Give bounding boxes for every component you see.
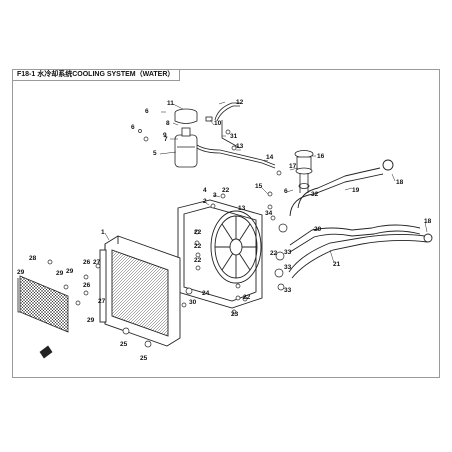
callout-c33b: 33 [284, 264, 292, 271]
callout-c21: 21 [333, 261, 341, 268]
callout-c19: 19 [352, 187, 360, 194]
callout-c22f: 22 [243, 294, 251, 301]
radiator-screen [17, 275, 69, 333]
callout-c34: 34 [265, 210, 273, 217]
callout-c22c: 22 [194, 243, 202, 250]
callout-c6c: 6 [284, 188, 288, 195]
fasteners [39, 129, 288, 359]
callout-c12: 12 [236, 99, 244, 106]
callout-c22a: 22 [222, 187, 230, 194]
radiator-hoses [288, 159, 433, 279]
callout-c27a: 27 [93, 259, 101, 266]
callout-c6a: 6 [145, 108, 149, 115]
callout-c22e: 22 [270, 250, 278, 257]
callout-c33a: 33 [284, 249, 292, 256]
callout-c10: 10 [214, 120, 222, 127]
callout-c18a: 18 [396, 179, 404, 186]
callout-c33c: 33 [284, 287, 292, 294]
coolant-reservoir [174, 108, 213, 168]
callout-c13b: 13 [238, 205, 246, 212]
callout-c4: 4 [203, 187, 207, 194]
callout-c28: 28 [29, 255, 37, 262]
callout-c5: 5 [153, 150, 157, 157]
callout-c29b: 29 [56, 270, 64, 277]
callout-c23: 23 [231, 311, 239, 318]
callout-c29c: 29 [66, 268, 74, 275]
callout-c31: 31 [230, 133, 238, 140]
diagram-frame [12, 69, 440, 378]
callout-c20: 20 [314, 226, 322, 233]
callout-c25a: 25 [120, 341, 128, 348]
callout-c7: 7 [164, 136, 168, 143]
callout-c8: 8 [166, 120, 170, 127]
callout-c25b: 25 [140, 355, 148, 362]
leader-lines [104, 101, 428, 264]
callout-c22b: 22 [194, 229, 202, 236]
filler-neck [294, 150, 314, 193]
diagram-title: F18-1 水冷却系统COOLING SYSTEM（WATER） [12, 69, 181, 81]
callout-c3: 3 [213, 192, 217, 199]
callout-c26a: 26 [83, 259, 91, 266]
callout-c15: 15 [255, 183, 263, 190]
callout-c32: 32 [311, 191, 319, 198]
callout-c26b: 26 [83, 282, 91, 289]
callout-c17: 17 [289, 163, 297, 170]
callout-c2: 2 [203, 198, 207, 205]
callout-c22d: 22 [194, 257, 202, 264]
reservoir-hoses [196, 102, 276, 169]
callout-c18b: 18 [424, 218, 432, 225]
callout-c13a: 13 [236, 143, 244, 150]
callout-c30: 30 [189, 299, 197, 306]
callout-c11: 11 [167, 100, 174, 107]
callout-c16: 16 [317, 153, 325, 160]
radiator [99, 235, 181, 347]
callout-c6b: 6 [131, 124, 135, 131]
callout-c24: 24 [202, 290, 210, 297]
callout-c1: 1 [101, 229, 105, 236]
fan-shroud [177, 199, 263, 309]
callout-c29d: 29 [87, 317, 95, 324]
callout-c27b: 27 [98, 298, 106, 305]
callout-c14: 14 [266, 154, 274, 161]
callout-c29a: 29 [17, 269, 25, 276]
callout-c9: 9 [163, 132, 167, 139]
